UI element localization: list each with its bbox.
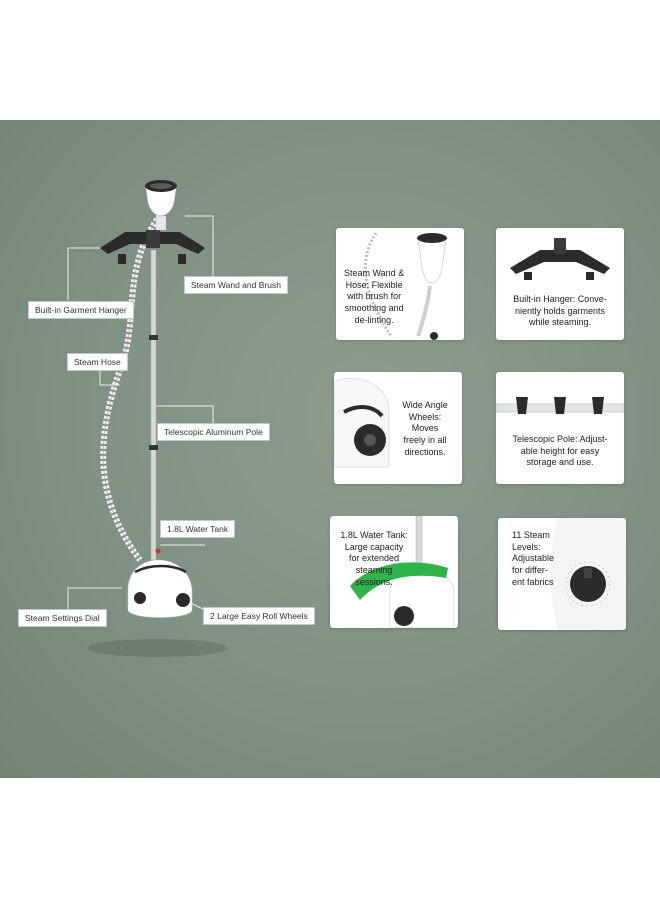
steam-dial-icon — [550, 518, 626, 630]
callout-dial: Steam Settings Dial — [18, 609, 107, 628]
card-levels-text: 11 Steam Levels: Adjustable for differ- … — [512, 530, 555, 587]
roll-wheel — [176, 593, 190, 607]
feature-card-hanger: Built-in Hanger: Conve- niently holds ga… — [496, 228, 624, 340]
feature-card-pole: Telescopic Pole: Adjust- able height for… — [496, 372, 624, 484]
wheel-icon — [334, 378, 390, 468]
callout-hanger: Built-in Garment Hanger — [28, 301, 134, 320]
callout-pole: Telescopic Aluminum Pole — [157, 423, 270, 442]
steamer-base — [127, 548, 193, 618]
feature-card-wand: Steam Wand & Hose: Flexible with brush f… — [336, 228, 464, 340]
garment-hanger-icon — [510, 238, 610, 280]
water-tank-icon — [350, 516, 455, 628]
steam-wand-head — [145, 180, 177, 231]
card-hanger-text: Built-in Hanger: Conve- niently holds ga… — [513, 294, 607, 328]
callout-tank: 1.8L Water Tank — [160, 520, 236, 539]
callout-steam-wand: Steam Wand and Brush — [184, 276, 288, 295]
callout-wheels: 2 Large Easy Roll Wheels — [203, 607, 315, 626]
pole-clamp-icon — [496, 397, 624, 414]
feature-card-levels: 11 Steam Levels: Adjustable for differ- … — [498, 518, 626, 630]
feature-card-tank: 1.8L Water Tank: Large capacity for exte… — [330, 516, 458, 628]
garment-steamer-illustration — [67, 180, 228, 657]
floor-shadow — [88, 639, 228, 657]
telescopic-pole — [150, 249, 157, 561]
card-pole-text: Telescopic Pole: Adjust- able height for… — [512, 434, 608, 468]
steam-wand-icon — [363, 232, 447, 340]
card-wand-text: Steam Wand & Hose: Flexible with brush f… — [344, 268, 405, 325]
callout-hose: Steam Hose — [67, 353, 128, 372]
garment-hanger — [100, 230, 205, 264]
product-infographic: Steam Wand and Brush Built-in Garment Ha… — [0, 120, 660, 778]
feature-card-wheels: Wide Angle Wheels: Moves freely in all d… — [334, 372, 462, 484]
card-wheels-text: Wide Angle Wheels: Moves freely in all d… — [402, 400, 448, 457]
card-tank-text: 1.8L Water Tank: Large capacity for exte… — [340, 530, 408, 587]
steam-settings-dial — [134, 592, 146, 604]
